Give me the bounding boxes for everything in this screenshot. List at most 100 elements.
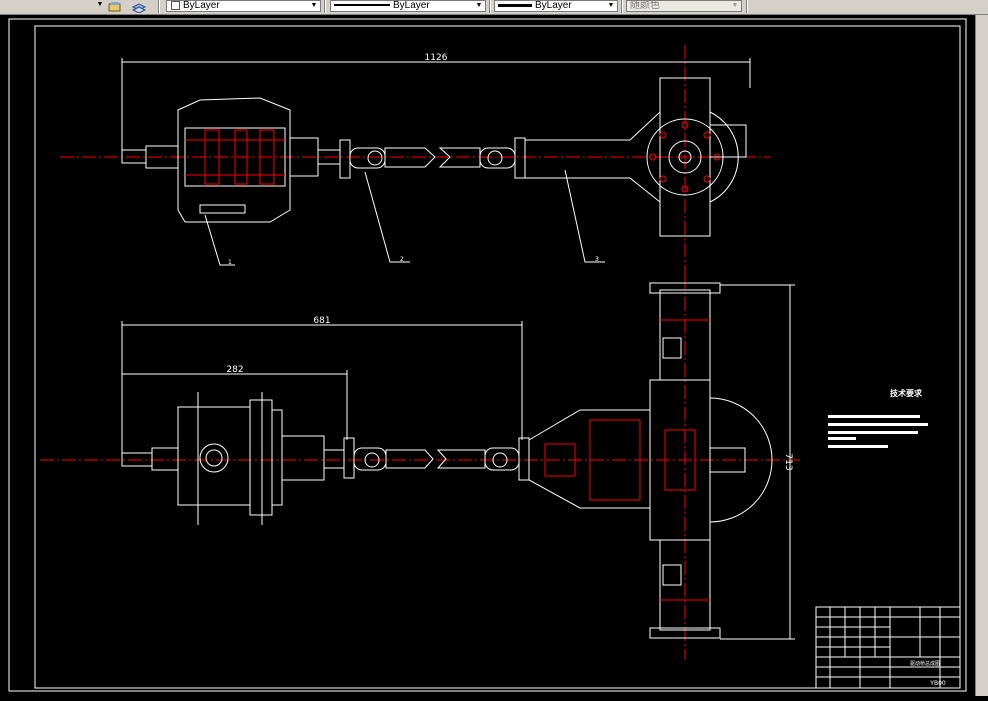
leader-2: [364, 171, 410, 263]
plotstyle-control-dropdown[interactable]: 随颜色 ▼: [626, 0, 742, 12]
text-line: [828, 415, 920, 418]
flange-right: [514, 137, 526, 179]
gear-circle-inner: [205, 449, 223, 467]
diff-cap: [709, 447, 746, 473]
gearbox-flange: [249, 399, 273, 516]
u-joint-cross: [367, 150, 383, 166]
hub-flange: [646, 118, 724, 196]
callout-1: 1: [228, 259, 232, 266]
layer-properties-icon[interactable]: [108, 0, 122, 12]
hub-top: [649, 282, 721, 294]
bolt-hole: [703, 175, 711, 183]
callout-3: 3: [595, 256, 599, 263]
leader-1: [204, 214, 235, 266]
output-shaft: [323, 449, 345, 469]
chevron-down-icon[interactable]: ▼: [731, 2, 739, 9]
text-line: [828, 445, 888, 448]
gear-block: [259, 129, 275, 185]
toolbar-separator: [324, 0, 326, 13]
layer-dropdown-arrow-icon[interactable]: ▼: [96, 1, 104, 8]
gearbox-inner: [184, 127, 286, 187]
bolt-hole: [649, 153, 657, 161]
bolt-hole: [703, 131, 711, 139]
properties-toolbar: ▼ ByLayer ▼ ByLayer ▼ ByLayer ▼ 随颜色 ▼: [0, 0, 988, 15]
top-view: [60, 45, 770, 280]
drawing-code: YB00: [929, 680, 946, 687]
lineweight-control-label: ByLayer: [535, 0, 572, 11]
gear-circle: [199, 443, 229, 473]
chevron-down-icon[interactable]: ▼: [607, 2, 615, 9]
linetype-control-label: ByLayer: [393, 0, 430, 11]
bolt-hole: [659, 175, 667, 183]
gearbox-plate: [271, 409, 283, 506]
tech-requirements-title: 技术要求: [890, 388, 923, 398]
hub-bottom: [649, 627, 721, 639]
propshaft-left: [384, 147, 436, 168]
axle-tube-bottom: [659, 539, 711, 631]
axle-tube-top: [659, 289, 711, 381]
layer-control-dropdown[interactable]: ByLayer ▼: [166, 0, 321, 12]
bolt-hole: [713, 153, 721, 161]
outer-frame: [8, 18, 967, 692]
diff-cover: [709, 397, 773, 523]
callout-2: 2: [400, 256, 404, 263]
linetype-swatch: [334, 4, 390, 6]
layer-control-label: ByLayer: [183, 0, 220, 11]
hub-center: [668, 140, 702, 174]
text-line: [828, 431, 918, 434]
toolbar-separator: [746, 0, 748, 13]
flange-left: [339, 139, 351, 179]
propshaft-right: [438, 147, 481, 168]
hub-bore: [678, 150, 692, 164]
drawing-name: 驱动桥总成图: [910, 660, 940, 667]
inner-frame: [34, 25, 961, 689]
chevron-down-icon[interactable]: ▼: [475, 2, 483, 9]
lineweight-control-dropdown[interactable]: ByLayer ▼: [494, 0, 618, 12]
dim-text-713: 713: [783, 453, 793, 470]
lineweight-swatch: [498, 4, 532, 7]
toolbar-separator: [158, 0, 160, 13]
dim-text-282: 282: [226, 365, 243, 375]
bolt-hole: [681, 185, 689, 193]
gearbox-body: [177, 97, 291, 223]
shaft-housing: [151, 447, 179, 471]
gearbox-base: [199, 204, 246, 214]
diff-gears: [664, 429, 696, 491]
title-block: [815, 606, 961, 689]
bolt-hole: [681, 121, 689, 129]
output-housing: [281, 435, 325, 481]
tube-boss: [662, 564, 682, 586]
text-line: [828, 423, 928, 426]
layer-stack-icon[interactable]: [131, 0, 147, 14]
u-joint-cross: [492, 452, 508, 468]
gear-block: [204, 129, 220, 185]
layer-states-area: ▼: [60, 0, 106, 12]
drawing-canvas[interactable]: 1126 681 282 713 1 2 3 技术要求 驱动桥总成图 YB00: [0, 15, 975, 696]
flange-right: [518, 437, 530, 481]
dim-text-1126: 1126: [425, 53, 448, 63]
flange-left: [343, 437, 355, 479]
linetype-control-dropdown[interactable]: ByLayer ▼: [330, 0, 486, 12]
vertical-scrollbar[interactable]: [975, 15, 988, 696]
leader-3: [564, 169, 605, 263]
propshaft-left: [385, 449, 434, 469]
dim-text-681: 681: [313, 316, 330, 326]
toolbar-separator: [489, 0, 491, 13]
gearbox-front: [177, 406, 251, 506]
u-joint-cross: [364, 452, 380, 468]
color-box-icon: [171, 1, 180, 10]
text-line: [828, 437, 856, 440]
u-joint-cross: [487, 150, 503, 166]
tech-requirements-text: [828, 415, 928, 448]
toolbar-separator: [621, 0, 623, 13]
chevron-down-icon[interactable]: ▼: [310, 2, 318, 9]
cad-drawing: 1126 681 282 713 1 2 3 技术要求 驱动桥总成图 YB00: [8, 18, 967, 692]
bottom-view: [40, 275, 800, 660]
ring-gear: [589, 419, 641, 501]
housing-cap: [709, 124, 747, 158]
pinion-bearing: [544, 443, 576, 477]
tube-boss: [662, 337, 682, 359]
bolt-hole: [659, 131, 667, 139]
propshaft-right: [436, 449, 486, 469]
plotstyle-control-label: 随颜色: [630, 0, 660, 11]
